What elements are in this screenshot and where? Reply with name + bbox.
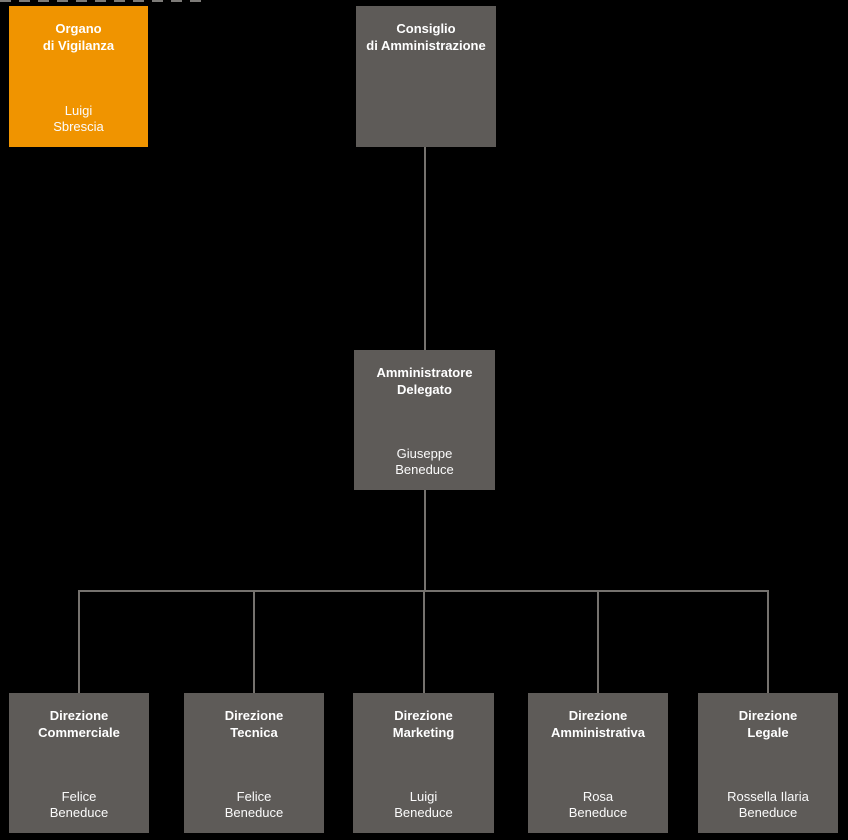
- org-node-direzione-legale: Direzione Legale Rossella Ilaria Beneduc…: [698, 693, 838, 833]
- node-title: Direzione Marketing: [392, 708, 455, 740]
- org-node-direzione-marketing: Direzione Marketing Luigi Beneduce: [353, 693, 494, 833]
- node-title: Consiglio di Amministrazione: [366, 21, 486, 53]
- node-title: Direzione Tecnica: [224, 708, 284, 740]
- node-title: Direzione Legale: [738, 708, 798, 740]
- node-person: Giuseppe Beneduce: [395, 446, 454, 477]
- node-person: Luigi Sbrescia: [53, 103, 104, 134]
- org-node-direzione-tecnica: Direzione Tecnica Felice Beneduce: [184, 693, 324, 833]
- node-title: Organo di Vigilanza: [42, 21, 115, 53]
- org-node-direzione-amministrativa: Direzione Amministrativa Rosa Beneduce: [528, 693, 668, 833]
- connector-ad-to-bus: [424, 490, 426, 591]
- org-node-consiglio-di-amministrazione: Consiglio di Amministrazione: [356, 6, 496, 147]
- connector-bus-to-marketing: [423, 592, 425, 693]
- connector-horizontal-bus: [78, 590, 769, 592]
- node-title: Direzione Amministrativa: [551, 708, 645, 740]
- node-person: Rossella Ilaria Beneduce: [727, 789, 809, 820]
- node-person: Felice Beneduce: [49, 789, 109, 820]
- node-person: Felice Beneduce: [224, 789, 284, 820]
- node-title: Amministratore Delegato: [376, 365, 473, 397]
- node-person: Rosa Beneduce: [568, 789, 628, 820]
- dashed-connector-vigilanza-consiglio: [0, 0, 208, 2]
- connector-bus-to-amministrativa: [597, 592, 599, 693]
- node-title: Direzione Commerciale: [38, 708, 120, 740]
- node-person: Luigi Beneduce: [394, 789, 453, 820]
- connector-consiglio-to-ad: [424, 147, 426, 350]
- org-node-direzione-commerciale: Direzione Commerciale Felice Beneduce: [9, 693, 149, 833]
- connector-bus-to-legale: [767, 592, 769, 693]
- org-node-organo-di-vigilanza: Organo di Vigilanza Luigi Sbrescia: [9, 6, 148, 147]
- connector-bus-to-tecnica: [253, 592, 255, 693]
- connector-bus-to-commerciale: [78, 592, 80, 693]
- org-node-amministratore-delegato: Amministratore Delegato Giuseppe Beneduc…: [354, 350, 495, 490]
